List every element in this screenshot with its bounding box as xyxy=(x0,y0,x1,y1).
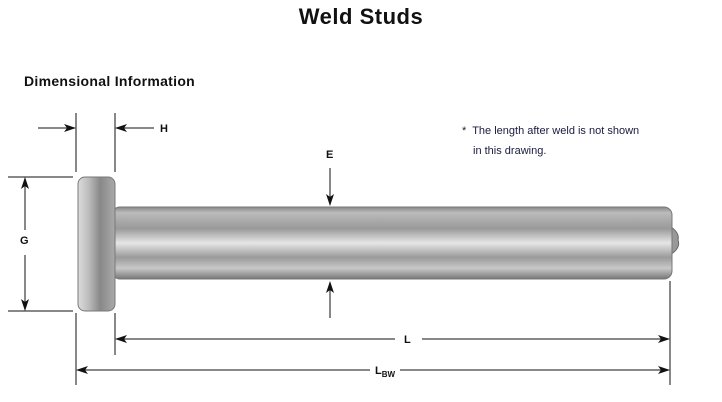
stud-shank xyxy=(111,206,673,280)
section-heading: Dimensional Information xyxy=(24,73,196,89)
dimension-label-g: G xyxy=(20,235,29,247)
footnote-line2: in this drawing. xyxy=(473,145,547,157)
lbw-main: L xyxy=(375,365,382,377)
lbw-subscript: BW xyxy=(382,370,396,379)
stud-illustration xyxy=(77,176,680,312)
footnote: * The length after weld is not shown in … xyxy=(462,121,639,161)
dimension-label-l: L xyxy=(404,334,411,346)
dimension-label-e: E xyxy=(326,149,333,161)
dimension-label-h: H xyxy=(160,123,168,135)
page-title: Weld Studs xyxy=(298,4,424,29)
footnote-marker: * xyxy=(462,125,467,137)
stud-head xyxy=(77,176,116,312)
dimension-label-lbw: LBW xyxy=(375,365,396,379)
footnote-line1: The length after weld is not shown xyxy=(472,125,640,137)
